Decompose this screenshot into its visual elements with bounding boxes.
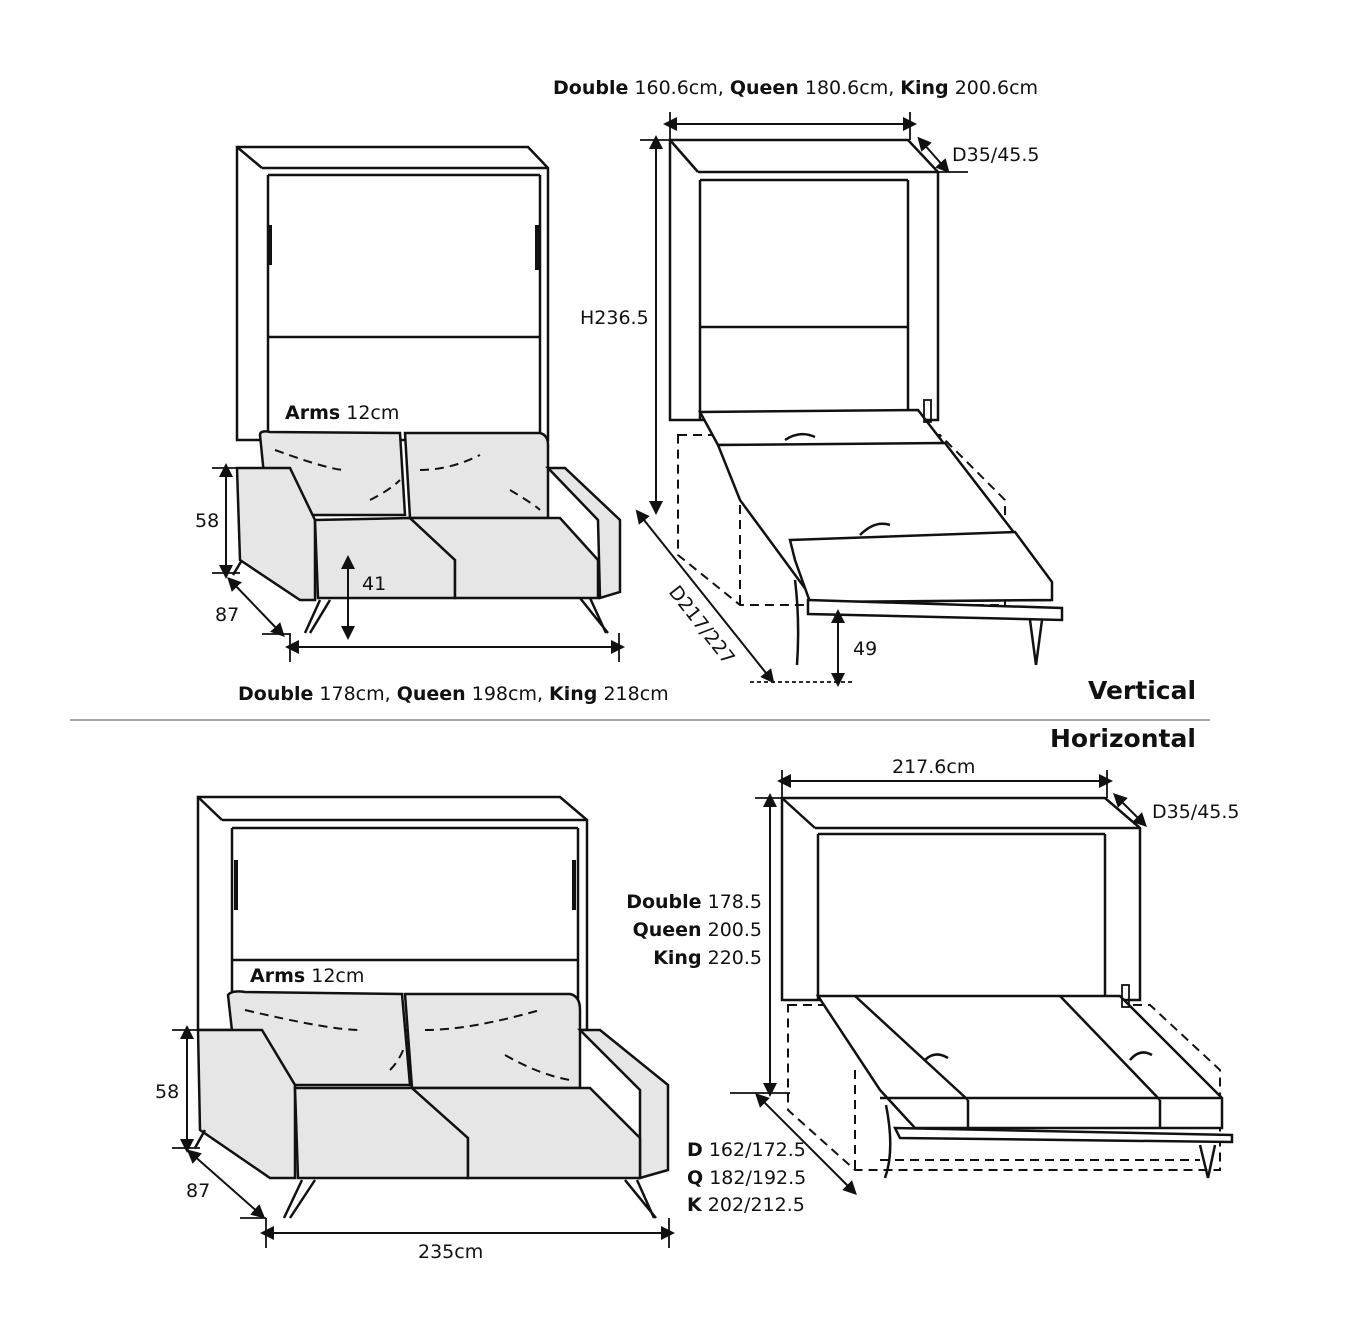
vertical-open-bed-drawing	[668, 138, 1064, 666]
sofa-height-label: 58	[155, 1081, 179, 1103]
bed-width-label: 217.6cm	[892, 756, 975, 778]
handle-icon	[234, 860, 238, 910]
back-cushion-right	[403, 992, 582, 1090]
arm-right	[545, 466, 622, 600]
height-label-king: King 220.5	[653, 947, 762, 969]
handle-icon	[268, 225, 272, 265]
mattress-foot-section	[788, 530, 1054, 604]
arms-label: Arms 12cm	[285, 402, 399, 424]
vertical-title: Vertical	[1088, 676, 1196, 705]
handle-icon	[535, 225, 539, 270]
horizontal-closed-sofa-drawing	[193, 795, 670, 1219]
sofa-width-label: Double 178cm, Queen 198cm, King 218cm	[238, 683, 669, 705]
arm-left	[235, 466, 317, 602]
mattress	[815, 994, 1224, 1130]
cabinet-outer	[668, 138, 940, 422]
open-depth-label-king: K 202/212.5	[687, 1194, 805, 1216]
seat-cushion-right	[406, 516, 600, 600]
cabinet-outer	[235, 145, 550, 442]
horizontal-open-bed-drawing	[780, 796, 1234, 1179]
height-label-double: Double 178.5	[626, 891, 762, 913]
open-depth-label-double: D 162/172.5	[687, 1139, 806, 1161]
seat-cushion-right	[408, 1086, 642, 1180]
arm-right	[576, 1028, 670, 1180]
arm-left	[196, 1028, 297, 1180]
bed-height-label: 49	[853, 638, 877, 660]
vertical-sofa-dimensions: 58 87 41 Arms 12cm Double 178cm, Queen 1…	[195, 402, 669, 705]
cabinet-outer	[780, 796, 1142, 1002]
back-cushion-right	[403, 431, 550, 520]
horizontal-bed-dimensions: 217.6cm D35/45.5 Double 178.5 Queen 200.…	[626, 756, 1239, 1216]
cabinet-depth-label: D35/45.5	[1152, 801, 1240, 823]
open-depth-label-queen: Q 182/192.5	[687, 1167, 806, 1189]
sofa-depth-label: 87	[186, 1180, 210, 1202]
cabinet-outer	[196, 795, 589, 1032]
arms-label: Arms 12cm	[250, 965, 364, 987]
bed-headboard-section	[697, 408, 948, 447]
handle-icon	[572, 860, 576, 910]
vertical-closed-sofa-drawing	[231, 145, 622, 634]
horizontal-sofa-dimensions: 58 87 235cm Arms 12cm	[155, 965, 675, 1263]
sofa-height-label: 58	[195, 510, 219, 532]
height-label-queen: Queen 200.5	[633, 919, 762, 941]
cabinet-height-label: H236.5	[580, 307, 649, 329]
bed-frame	[892, 1126, 1234, 1144]
bed-width-label: Double 160.6cm, Queen 180.6cm, King 200.…	[553, 77, 1038, 99]
seat-height-label: 41	[362, 573, 386, 595]
sofa-width-label: 235cm	[418, 1241, 483, 1263]
sofa-depth-label: 87	[215, 604, 239, 626]
horizontal-title: Horizontal	[1050, 724, 1196, 753]
bed-frame	[806, 598, 1064, 622]
cabinet-depth-label: D35/45.5	[952, 144, 1040, 166]
